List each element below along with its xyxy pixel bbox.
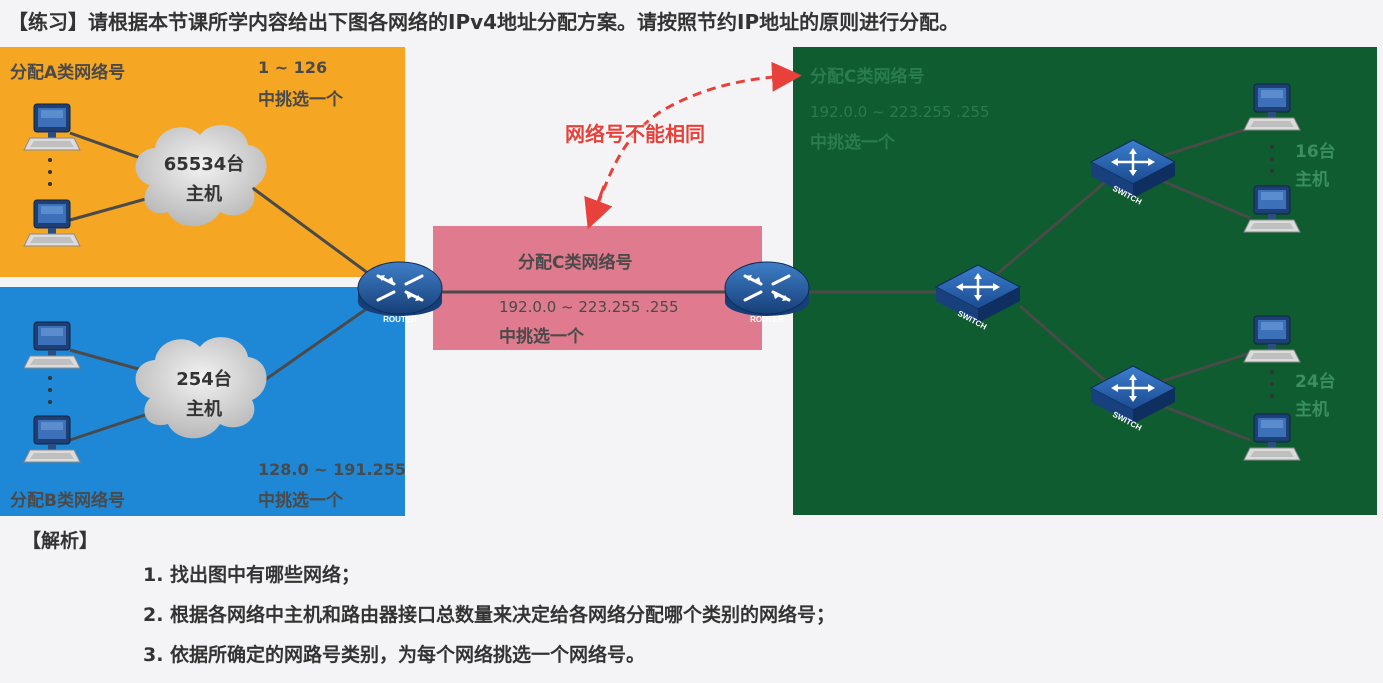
network-c-group1-hosts: 16台 主机 [1295,138,1336,194]
cloud-icon [135,337,267,439]
analysis-step-3: 3. 依据所确定的网路号类别，为每个网络挑选一个网络号。 [143,644,646,666]
router-icon [356,260,444,318]
network-c-group2-unit: 主机 [1295,400,1329,420]
dashed-arrow-icon [584,185,613,230]
switch-icon [1089,364,1177,426]
router-label: ROUTER [383,315,417,324]
router-label: ROUTER [750,315,784,324]
network-c-group1-unit: 主机 [1295,170,1329,190]
unique-network-note: 网络号不能相同 [565,122,705,146]
network-a-pick: 中挑选一个 [258,90,343,110]
network-c-group2-hosts: 24台 主机 [1295,368,1336,424]
network-b-pick: 中挑选一个 [258,491,343,511]
network-a-hosts: 65534台 主机 [156,150,252,210]
computer-icon [1243,83,1301,131]
analysis-step-2: 2. 根据各网络中主机和路由器接口总数量来决定给各网络分配哪个类别的网络号； [143,604,836,626]
computer-icon [1243,315,1301,363]
network-a-hosts-unit: 主机 [186,184,222,205]
network-a-label: 分配A类网络号 [10,63,126,83]
computer-icon [1243,185,1301,233]
switch-icon [1089,138,1177,200]
network-a-hosts-count: 65534台 [163,154,245,175]
dashed-arrow-icon [590,61,802,219]
computer-icon [23,199,81,247]
network-c-pick: 中挑选一个 [810,133,895,153]
network-a-range: 1 ~ 126 [258,58,328,77]
network-b-range: 128.0 ~ 191.255 [258,460,407,479]
network-mid-label: 分配C类网络号 [518,253,633,273]
network-mid-region [433,226,762,350]
network-mid-pick: 中挑选一个 [499,327,584,347]
analysis-step-1: 1. 找出图中有哪些网络； [143,564,361,586]
network-b-label: 分配B类网络号 [10,491,125,511]
network-c-label: 分配C类网络号 [810,67,925,87]
network-c-group1-count: 16台 [1295,142,1336,162]
switch-icon [934,263,1022,325]
network-b-hosts-unit: 主机 [186,399,222,420]
network-links [69,126,1251,442]
analysis-heading: 【解析】 [22,530,99,552]
ellipsis-dots [48,145,1274,404]
network-mid-range: 192.0.0 ~ 223.255 .255 [499,298,679,316]
computer-icon [23,321,81,369]
network-b-hosts: 254台 主机 [156,365,252,425]
computer-icon [1243,413,1301,461]
computer-icon [23,103,81,151]
page-title: 【练习】请根据本节课所学内容给出下图各网络的IPv4地址分配方案。请按照节约IP… [8,10,960,34]
network-c-range: 192.0.0 ~ 223.255 .255 [810,103,990,121]
cloud-icon [135,125,267,227]
router-icon [723,260,811,318]
network-b-hosts-count: 254台 [176,369,232,390]
network-c-group2-count: 24台 [1295,372,1336,392]
